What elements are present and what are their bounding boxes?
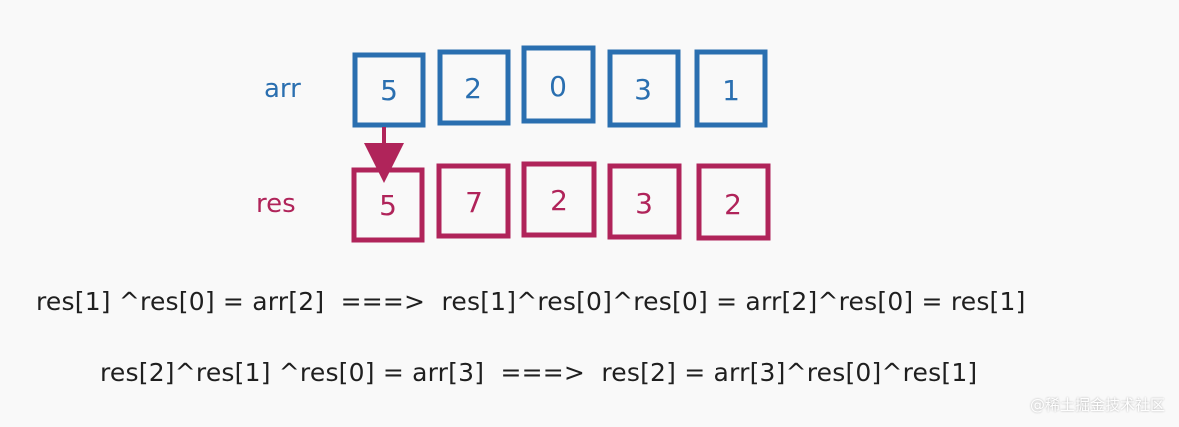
- res-cell-box: [607, 163, 682, 240]
- res-cell-value: 3: [635, 187, 653, 220]
- equation-line-2: res[2]^res[1] ^res[0] = arr[3] ===> res[…: [100, 358, 978, 387]
- arr-cell-value: 5: [380, 74, 398, 107]
- arr-cell-box: [352, 52, 426, 128]
- res-cell-box: [351, 167, 425, 243]
- res-cell: 5: [351, 167, 425, 243]
- arr-array: 5 2 0 3 1: [352, 45, 768, 128]
- arr-cell: 5: [352, 52, 426, 128]
- res-row-label: res: [256, 189, 296, 219]
- res-cell: 2: [696, 163, 771, 241]
- arr-cell: 2: [437, 49, 511, 126]
- equation-line-1: res[1] ^res[0] = arr[2] ===> res[1]^res[…: [36, 287, 1026, 316]
- res-cell-box: [436, 163, 511, 239]
- arr-cell: 3: [607, 49, 681, 128]
- arr-cell-value: 1: [722, 74, 740, 107]
- arr-cell-value: 2: [464, 72, 482, 105]
- res-cell-value: 5: [379, 189, 397, 222]
- res-cell: 2: [521, 161, 597, 238]
- arr-cell-box: [694, 49, 768, 128]
- res-cell: 7: [436, 163, 511, 239]
- arr-cell: 0: [521, 45, 596, 124]
- arr-cell-box: [521, 45, 596, 124]
- arr-cell-value: 0: [549, 70, 567, 103]
- res-cell-value: 2: [550, 184, 568, 217]
- res-cell: 3: [607, 163, 682, 240]
- arr-cell-value: 3: [634, 73, 652, 106]
- res-cell-value: 7: [465, 186, 483, 219]
- arr-cell-box: [437, 49, 511, 126]
- res-cell-box: [696, 163, 771, 241]
- arr-cell-box: [607, 49, 681, 128]
- res-array: 5 7 2 3 2: [351, 161, 771, 243]
- res-cell-box: [521, 161, 597, 238]
- res-cell-value: 2: [724, 188, 742, 221]
- source-watermark: @稀土掘金技术社区: [1029, 396, 1165, 414]
- arr-cell: 1: [694, 49, 768, 128]
- arr-row-label: arr: [264, 74, 301, 104]
